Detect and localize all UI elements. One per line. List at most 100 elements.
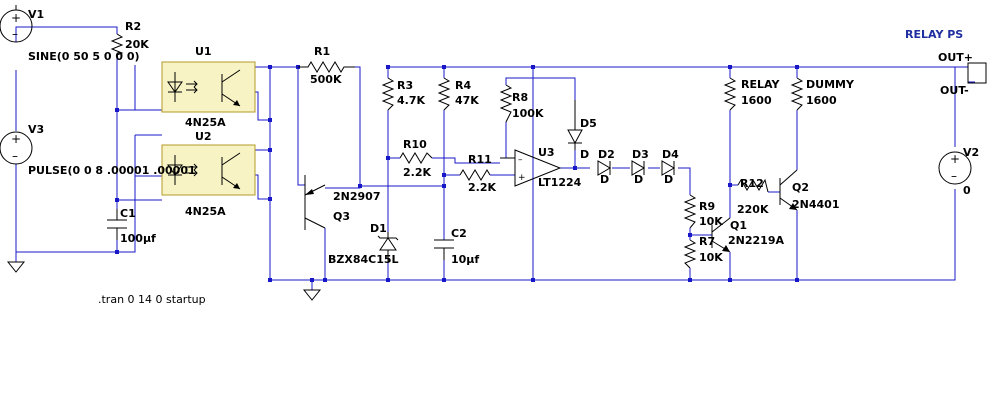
wires	[15, 5, 975, 290]
v2-value: 0	[963, 184, 971, 197]
svg-text:–: –	[951, 169, 957, 183]
r9-label: R9	[699, 200, 715, 213]
ground-symbol-center	[302, 289, 322, 301]
svg-text:+: +	[11, 11, 21, 25]
output-connector[interactable]	[967, 62, 987, 84]
r4-label: R4	[455, 79, 471, 92]
r3-label: R3	[397, 79, 413, 92]
q3-transistor[interactable]	[304, 175, 326, 230]
q1-label: Q1	[730, 219, 747, 232]
u2-part: 4N25A	[185, 205, 226, 218]
r9-value: 10K	[699, 215, 723, 228]
r8-label: R8	[512, 91, 528, 104]
dummy-resistor[interactable]	[790, 77, 804, 111]
dummy-value: 1600	[806, 94, 837, 107]
r1-resistor[interactable]	[298, 61, 355, 73]
relay-ps-label: RELAY PS	[905, 28, 963, 41]
r2-resistor[interactable]	[110, 33, 124, 56]
v3-value: PULSE(0 0 8 .00001 .00001	[28, 164, 196, 177]
out-plus-label: OUT+	[938, 51, 973, 64]
q2-transistor[interactable]	[779, 169, 798, 211]
svg-text:–: –	[12, 27, 18, 41]
dummy-label: DUMMY	[806, 78, 855, 91]
d3-diode[interactable]	[631, 160, 645, 176]
d1-zener-diode[interactable]	[377, 232, 399, 262]
r10-label: R10	[403, 138, 427, 151]
d1-part: BZX84C15L	[328, 253, 399, 266]
q1-part: 2N2219A	[728, 234, 784, 247]
r7-resistor[interactable]	[683, 239, 697, 269]
r8-value: 100K	[512, 107, 544, 120]
r3-resistor[interactable]	[381, 77, 395, 111]
svg-text:+: +	[11, 132, 21, 146]
d3-value: D	[634, 173, 643, 186]
r7-label: R7	[699, 235, 715, 248]
v2-label: V2	[963, 146, 979, 159]
c2-label: C2	[451, 227, 467, 240]
svg-text:+: +	[518, 173, 526, 183]
d2-label: D2	[598, 148, 615, 161]
v1-value: SINE(0 50 5 0 0 0)	[28, 50, 140, 63]
r12-value: 220K	[737, 203, 769, 216]
r11-label: R11	[468, 153, 492, 166]
v2-source[interactable]: + –	[938, 151, 972, 185]
d4-diode[interactable]	[661, 160, 675, 176]
d4-label: D4	[662, 148, 679, 161]
r12-label: R12	[740, 177, 764, 190]
relay-resistor[interactable]	[723, 77, 737, 111]
u1-optocoupler[interactable]	[161, 61, 256, 113]
r1-label: R1	[314, 45, 330, 58]
r2-label: R2	[125, 20, 141, 33]
r2-value: 20K	[125, 38, 149, 51]
d2-value: D	[600, 173, 609, 186]
u3-part: LT1224	[538, 176, 582, 189]
r3-value: 4.7K	[397, 94, 425, 107]
r9-resistor[interactable]	[683, 194, 697, 229]
r11-value: 2.2K	[468, 181, 496, 194]
d3-label: D3	[632, 148, 649, 161]
v1-source[interactable]: + –	[0, 5, 33, 43]
labels: V1 R2 20K SINE(0 50 5 0 0 0) V3 PULSE(0 …	[28, 8, 979, 306]
junction-dots	[115, 65, 799, 282]
r7-value: 10K	[699, 251, 723, 264]
r8-resistor[interactable]	[499, 84, 513, 123]
r10-value: 2.2K	[403, 166, 431, 179]
r10-resistor[interactable]	[399, 152, 433, 164]
tran-directive[interactable]: .tran 0 14 0 startup	[98, 293, 206, 306]
r4-resistor[interactable]	[437, 77, 451, 111]
d4-value: D	[664, 173, 673, 186]
q3-label: Q3	[333, 210, 350, 223]
r11-resistor[interactable]	[459, 169, 491, 181]
svg-text:–: –	[12, 149, 18, 163]
d5-value: D	[580, 148, 589, 161]
q1-transistor[interactable]	[711, 217, 731, 253]
d5-label: D5	[580, 117, 597, 130]
c1-capacitor[interactable]	[107, 209, 127, 240]
v3-label: V3	[28, 123, 44, 136]
relay-value: 1600	[741, 94, 772, 107]
relay-label: RELAY	[741, 78, 780, 91]
u2-label: U2	[195, 130, 212, 143]
q2-label: Q2	[792, 181, 809, 194]
u1-part: 4N25A	[185, 116, 226, 129]
u2-optocoupler[interactable]	[161, 144, 256, 196]
r1-value: 500K	[310, 73, 342, 86]
r12-resistor[interactable]	[737, 178, 769, 193]
d1-label: D1	[370, 222, 387, 235]
u1-label: U1	[195, 45, 212, 58]
svg-text:+: +	[950, 152, 960, 166]
u3-op-amp[interactable]: – +	[500, 149, 562, 187]
c2-capacitor[interactable]	[434, 239, 454, 260]
c1-value: 100µf	[120, 232, 156, 245]
q3-part: 2N2907	[333, 190, 380, 203]
d2-diode[interactable]	[597, 160, 611, 176]
q2-part: 2N4401	[792, 198, 839, 211]
c2-value: 10µf	[451, 253, 479, 266]
ground-symbol-left	[6, 261, 26, 273]
v3-source[interactable]: + –	[0, 131, 33, 165]
u3-label: U3	[538, 146, 555, 159]
d5-diode[interactable]	[567, 100, 583, 150]
v1-label: V1	[28, 8, 44, 21]
r4-value: 47K	[455, 94, 479, 107]
